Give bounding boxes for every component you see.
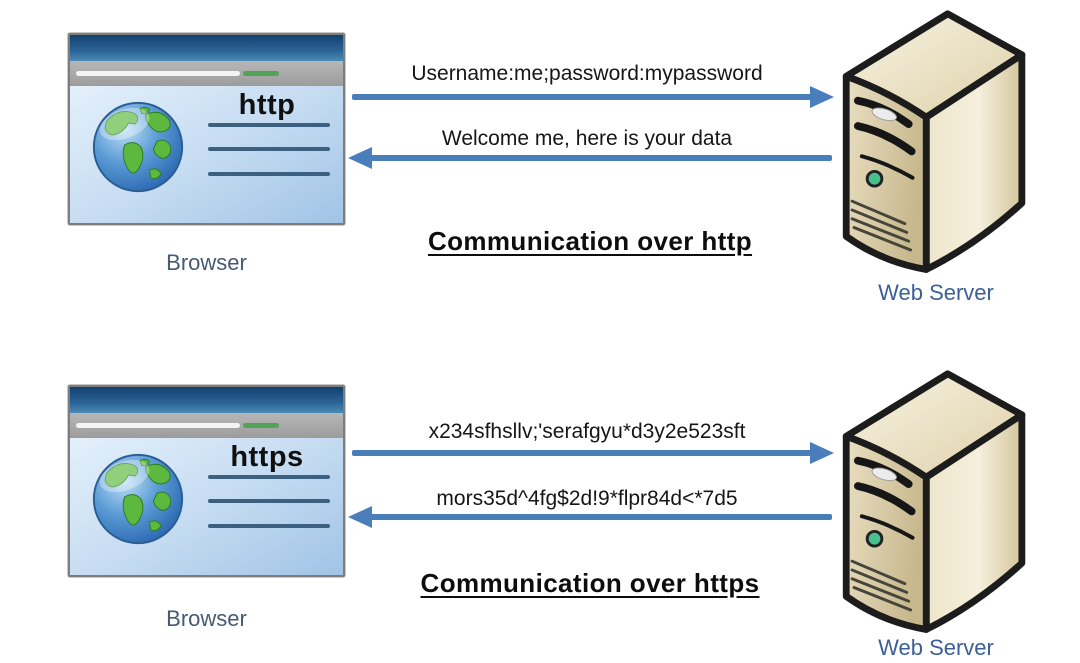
request-message: Username:me;password:mypassword [411,62,763,85]
page-text-line [208,475,330,479]
protocol-label: https [230,441,304,473]
browser-toolbar [70,61,343,86]
response-message: mors35d^4fg$2d!9*flpr84d<*7d5 [436,487,738,510]
page-text-line [208,499,330,503]
browser-toolbar [70,413,343,438]
page-text-line [208,172,330,176]
address-bar [76,423,240,428]
globe-icon [92,101,184,193]
response-arrow [348,506,832,528]
browser-page-area: http [70,86,343,223]
page-text-line [208,524,330,528]
globe-icon [92,453,184,545]
response-arrow [348,147,832,169]
browser-titlebar [70,35,343,61]
browser-titlebar [70,387,343,413]
arrow-shaft [352,450,812,456]
browser-caption: Browser [166,606,247,631]
protocol-label: http [238,89,296,121]
server-tower-icon [836,366,1036,649]
page-text-line [208,147,330,151]
arrow-shaft [370,514,832,520]
progress-indicator [243,423,279,428]
browser-caption: Browser [166,250,247,275]
page-text-line [208,123,330,127]
request-arrow [352,86,834,108]
server-caption: Web Server [878,280,994,305]
request-arrow [352,442,834,464]
arrow-shaft [370,155,832,161]
request-message: x234sfhsllv;'serafgyu*d3y2e523sft [428,420,746,443]
https-section: https Browser x234sfhsllv;'serafgyu*d3y2… [0,352,1080,663]
section-title: Communication over http [427,226,753,256]
server-caption: Web Server [878,635,994,660]
progress-indicator [243,71,279,76]
arrow-right-icon [810,86,834,108]
browser-window: http [68,33,345,225]
http-section: http Browser Username:me;password:mypass… [68,6,1036,305]
browser-window: https [68,385,345,577]
arrow-left-icon [348,506,372,528]
arrow-left-icon [348,147,372,169]
address-bar [76,71,240,76]
arrow-right-icon [810,442,834,464]
section-title: Communication over https [420,568,760,598]
response-message: Welcome me, here is your data [441,127,733,150]
browser-page-area: https [70,438,343,575]
server-tower-icon [836,6,1036,289]
arrow-shaft [352,94,812,100]
